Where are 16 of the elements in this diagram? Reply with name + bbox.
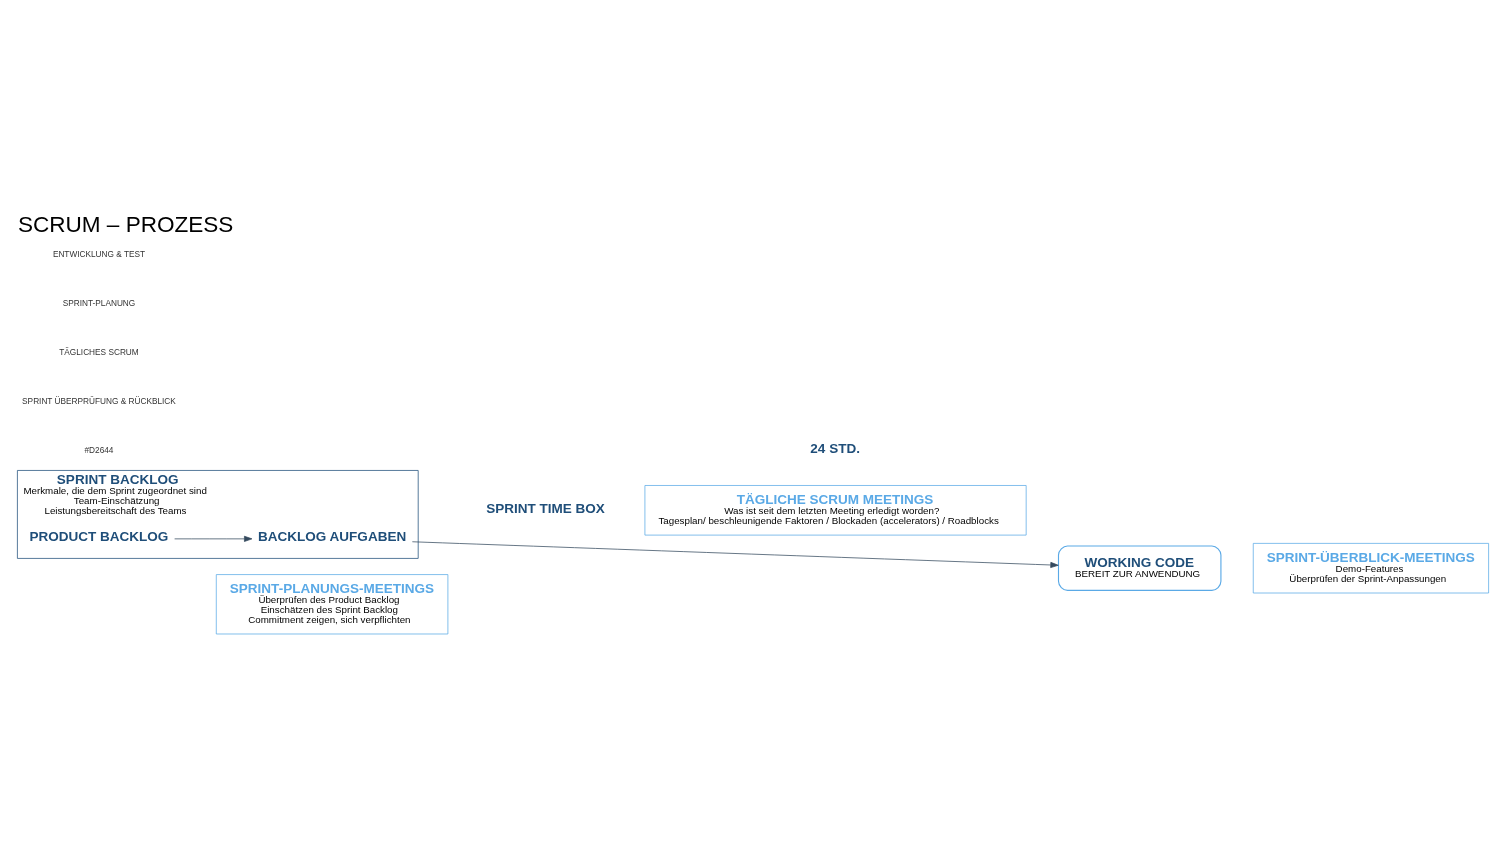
arrow <box>411 540 1059 568</box>
label: TÄGLICHES SCRUM <box>59 347 139 357</box>
node-box: TÄGLICHE SCRUM MEETINGS Was ist seit dem letzten Meeting erledigt worden? Tagesplan/ beschleunigende Faktoren / Blockaden (accelerators) / Roadblocks <box>644 484 1027 535</box>
node-text: PRODUCT BACKLOG <box>29 528 169 544</box>
label: SPRINT-PLANUNG <box>62 298 136 308</box>
node-box: SPRINT-PLANUNGS-MEETINGS Überprüfen des Product Backlog Einschätzen des Sprint Backlog Commitment zeigen, sich verpflichten <box>215 573 449 634</box>
arrow <box>174 535 253 542</box>
node-text: SPRINT TIME BOX <box>486 500 605 516</box>
label: #D2644 <box>84 445 114 455</box>
label: SPRINT ÜBERPRÜFUNG & RÜCKBLICK <box>22 396 176 406</box>
node-text: BACKLOG AUFGABEN <box>258 528 407 544</box>
label: ENTWICKLUNG & TEST <box>52 249 146 259</box>
node-box: WORKING CODE BEREIT ZUR ANWENDUNG <box>1057 544 1222 591</box>
node-text: 24 STD. <box>810 440 860 456</box>
node-box: SPRINT-ÜBERBLICK-MEETINGS Demo-Features Überprüfen der Sprint-Anpassungen <box>1252 542 1489 593</box>
diagram-title: SCRUM – PROZESS <box>17 211 234 237</box>
